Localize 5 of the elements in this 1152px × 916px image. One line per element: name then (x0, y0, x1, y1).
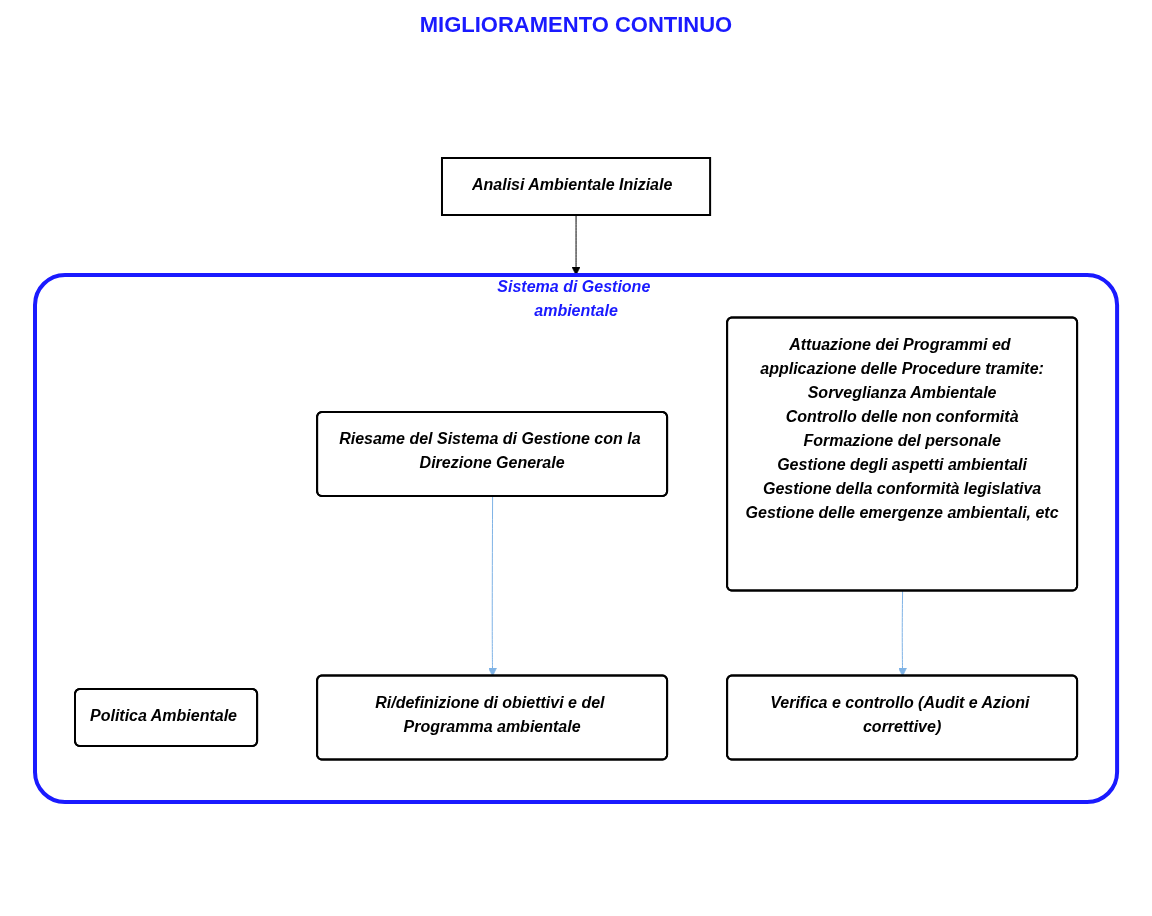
center-label: MIGLIORAMENTO CONTINUO (419, 12, 733, 38)
arrow (488, 496, 497, 677)
arrow (898, 590, 907, 677)
node-box: Analisi Ambientale Iniziale (440, 157, 712, 216)
arrow (571, 214, 581, 276)
